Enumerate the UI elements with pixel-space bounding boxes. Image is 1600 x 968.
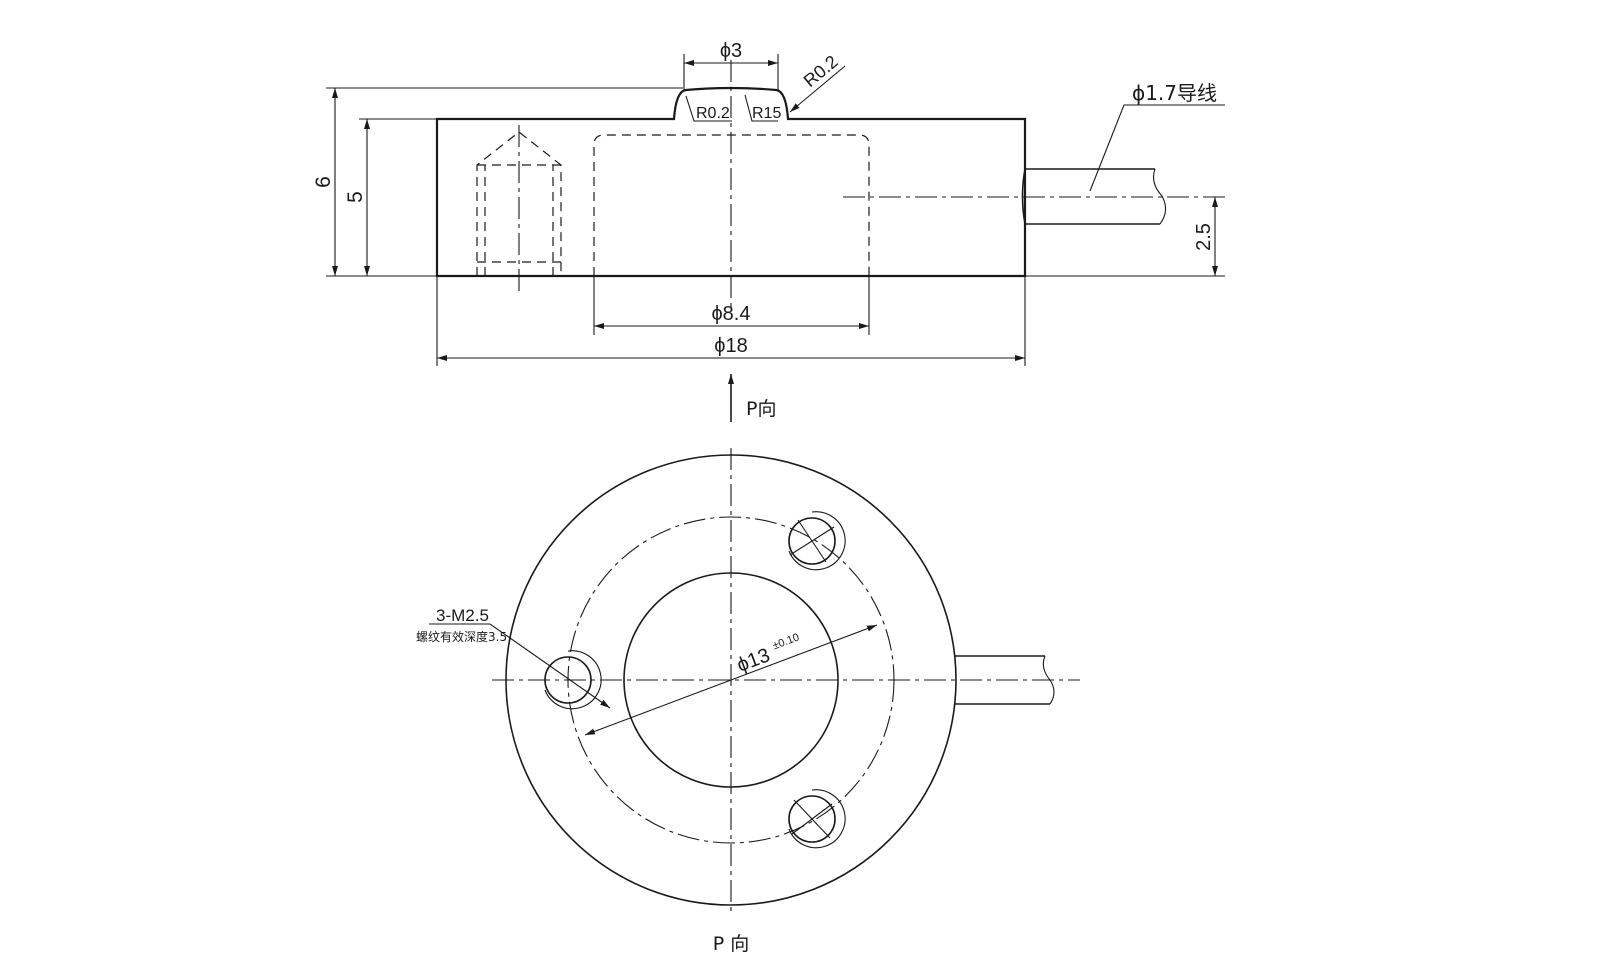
top-lead-wire bbox=[954, 655, 1055, 705]
leader-radius-left bbox=[685, 95, 732, 122]
dim-outer-diameter-label: ϕ18 bbox=[714, 335, 747, 357]
dim-line-pitch-circle bbox=[584, 624, 878, 736]
thread-callout-label: 3-M2.5 bbox=[436, 606, 489, 625]
sensor-body-outline bbox=[435, 86, 1027, 278]
pitch-circle-tolerance: ±0.10 bbox=[771, 631, 801, 652]
thread-depth-note: 螺纹有效深度3.5 bbox=[416, 629, 507, 644]
pitch-circle bbox=[567, 516, 895, 844]
outer-circle bbox=[505, 454, 957, 906]
dim-wire-height-label: 2.5 bbox=[1193, 223, 1215, 251]
top-view-title: P 向 bbox=[713, 933, 750, 955]
leader-radius-crown bbox=[744, 94, 778, 122]
radius-left-label: R0.2 bbox=[696, 105, 730, 122]
pitch-circle-label: ϕ13 ±0.10 bbox=[734, 631, 801, 676]
dim-total-height-label: 6 bbox=[312, 176, 335, 188]
dim-recess-diameter-label: ϕ8.4 bbox=[711, 303, 750, 325]
dim-boss-diameter-label: ϕ3 bbox=[720, 40, 742, 62]
wire-label: ϕ1.7导线 bbox=[1132, 81, 1217, 105]
pitch-circle-dim: ϕ13 bbox=[734, 644, 773, 676]
leader-wire bbox=[1089, 104, 1225, 192]
extension-lines bbox=[326, 54, 1225, 366]
radius-crown-label: R15 bbox=[752, 105, 781, 122]
dim-body-height-label: 5 bbox=[344, 191, 367, 203]
view-arrow-label: P向 bbox=[746, 398, 776, 420]
lead-wire bbox=[1021, 168, 1167, 225]
threaded-hole-lower-right bbox=[788, 789, 846, 849]
side-view: 6 5 ϕ3 R0.2 R15 R0.2 ϕ1.7导线 2.5 ϕ8.4 ϕ18… bbox=[312, 40, 1225, 422]
leader-thread bbox=[429, 623, 611, 709]
top-view: ϕ13 ±0.10 3-M2.5 螺纹有效深度3.5 P 向 bbox=[416, 448, 1080, 955]
radius-fillet-top-label: R0.2 bbox=[800, 51, 842, 91]
hidden-threaded-hole bbox=[476, 125, 562, 296]
leader-radius-top bbox=[789, 65, 846, 113]
threaded-hole-upper-right bbox=[788, 511, 846, 571]
